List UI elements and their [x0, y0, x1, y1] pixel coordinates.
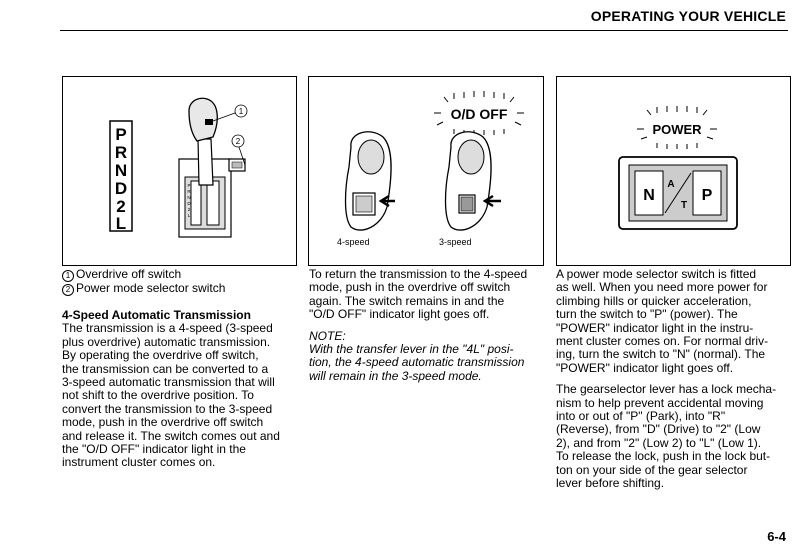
callout-1-number: 1 — [239, 107, 244, 116]
body-line: By operating the overdrive off switch, — [62, 348, 259, 363]
power-indicator-burst — [637, 106, 717, 149]
body-line: and release it. The switch comes out and — [62, 428, 280, 443]
body-line: into or out of "P" (Park), into "R" — [556, 409, 726, 424]
switch-label-t: T — [681, 200, 687, 211]
label-4-speed: 4-speed — [337, 237, 370, 247]
body-line: A power mode selector switch is fitted — [556, 267, 757, 281]
body-line: 3-speed automatic transmission that will — [62, 375, 275, 390]
body-line: mode, push in the overdrive off switch — [62, 415, 264, 430]
body-line: "O/D OFF" indicator light goes off. — [309, 307, 490, 322]
legend-number-2: 2 — [62, 284, 74, 296]
body-line: "POWER" indicator light goes off. — [556, 360, 734, 375]
small-pos-r: R — [187, 189, 191, 194]
callout-2-number: 2 — [236, 137, 241, 146]
note-line: With the transfer lever in the "4L" posi… — [309, 342, 514, 357]
legend-text-1: Overdrive off switch — [76, 267, 182, 281]
body-line: the "O/D OFF" indicator light in the — [62, 442, 246, 457]
note-title: NOTE: — [309, 328, 346, 343]
body-line: not shift to the overdrive position. To — [62, 388, 254, 403]
figure-power-switch: POWER N A T P — [556, 76, 791, 266]
gear-letter-p: P — [115, 125, 126, 144]
body-line: turn the switch to "P" (power). The — [556, 307, 738, 322]
callout-1 — [234, 104, 248, 118]
gear-indicator-panel — [109, 120, 133, 232]
body-line: 2), and from "2" (Low 2) to "L" (Low 1). — [556, 435, 762, 450]
overdrive-off-switch — [205, 119, 213, 125]
gear-letter-l: L — [116, 214, 126, 233]
body-line: lever before shifting. — [556, 476, 665, 491]
callout-2 — [231, 134, 245, 148]
body-line: again. The switch remains in and the — [309, 293, 505, 308]
small-pos-l: L — [188, 213, 191, 218]
label-3-speed: 3-speed — [439, 237, 472, 247]
text-column-3: A power mode selector switch is fitted a… — [556, 267, 786, 491]
small-pos-n: N — [187, 195, 190, 200]
body-line: ton on your side of the gear selector — [556, 462, 748, 477]
body-line: nism to help prevent accidental moving — [556, 395, 764, 410]
figure-overdrive-switch: O/D OFF 4-speed 3-speed — [308, 76, 544, 266]
body-line: The gearselector lever has a lock mecha- — [556, 382, 777, 397]
push-arrow-left — [378, 194, 395, 208]
od-off-indicator-label: O/D OFF — [451, 106, 508, 122]
gear-letter-n: N — [115, 161, 127, 180]
body-line: instrument cluster comes on. — [62, 455, 216, 470]
body-line: ing, turn the switch to "N" (normal). Th… — [556, 347, 766, 362]
body-line: climbing hills or quicker acceleration, — [556, 293, 752, 308]
body-line: the transmission can be converted to a — [62, 361, 269, 376]
page-number: 6-4 — [767, 529, 786, 544]
gear-letter-d: D — [115, 179, 127, 198]
body-line: "POWER" indicator light in the instru- — [556, 320, 754, 335]
body-line: To return the transmission to the 4-spee… — [309, 267, 528, 281]
body-line: (Reverse), from "D" (Drive) to "2" (Low — [556, 422, 761, 437]
power-indicator-label: POWER — [652, 122, 702, 137]
section-heading: 4-Speed Automatic Transmission — [62, 308, 251, 322]
legend-text-2: Power mode selector switch — [76, 281, 226, 295]
legend-number-1: 1 — [62, 270, 74, 282]
body-line: To release the lock, push in the lock bu… — [556, 449, 771, 464]
figure-gear-selector: P R N D 2 L P R N D 2 L 1 — [62, 76, 297, 266]
gear-letter-2: 2 — [116, 197, 125, 216]
shift-knob — [188, 97, 218, 142]
body-line: mode, push in the overdrive off switch — [309, 280, 511, 295]
power-illustration: POWER N A T P — [618, 106, 738, 230]
push-arrow-right — [482, 194, 501, 208]
body-line: ment cluster comes on. For normal driv- — [556, 334, 769, 349]
gear-letter-r: R — [115, 143, 127, 162]
body-line: convert the transmission to the 3-speed — [62, 401, 273, 416]
note-line: tion, the 4-speed automatic transmission — [309, 355, 525, 370]
body-line: as well. When you need more power for — [556, 280, 768, 295]
text-column-2: To return the transmission to the 4-spee… — [309, 267, 542, 383]
body-line: The transmission is a 4-speed (3-speed — [62, 321, 273, 336]
switch-label-a: A — [667, 179, 674, 190]
gear-selector-illustration: P R N D 2 L P R N D 2 L 1 — [109, 97, 248, 238]
page-header-title: OPERATING YOUR VEHICLE — [590, 8, 786, 24]
body-line: plus overdrive) automatic transmission. — [62, 334, 271, 349]
small-pos-d: D — [187, 201, 191, 206]
switch-label-p: P — [702, 187, 713, 204]
note-line: will remain in the 3-speed mode. — [309, 368, 482, 383]
small-pos-2: 2 — [188, 207, 191, 212]
header-rule — [60, 30, 788, 31]
switch-label-n: N — [643, 187, 655, 204]
small-pos-p: P — [187, 183, 190, 188]
overdrive-illustration: O/D OFF 4-speed 3-speed — [337, 91, 524, 247]
shift-lever-shaft — [197, 138, 214, 186]
